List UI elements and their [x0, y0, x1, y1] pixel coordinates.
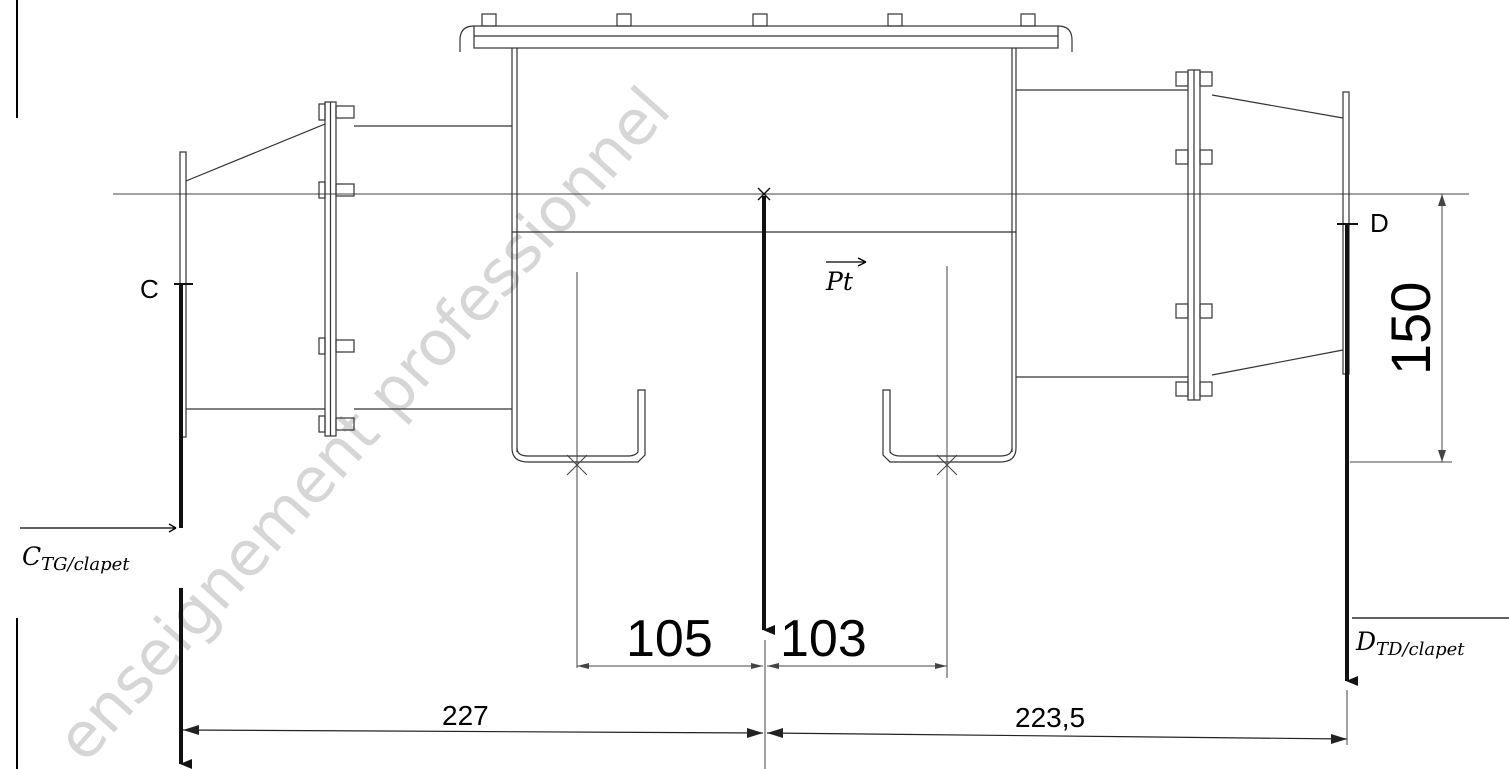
- dim-223-5-label: 223,5: [1015, 702, 1085, 733]
- support-point-right: [936, 454, 958, 476]
- force-d-subscript: TD/clapet: [1376, 639, 1465, 660]
- force-c-main: C: [22, 542, 41, 571]
- left-flange: [318, 101, 512, 437]
- right-tube: [1016, 89, 1188, 378]
- right-flange: [1175, 69, 1213, 401]
- point-d-label: D: [1370, 208, 1389, 238]
- force-c-vector-arrowhead: [168, 523, 177, 533]
- dim-103-label: 103: [780, 610, 867, 668]
- right-cone: [1211, 91, 1350, 376]
- dimension-lines: [182, 194, 1452, 769]
- force-c-label: CTG/clapet: [22, 542, 130, 575]
- point-c-label: C: [140, 274, 159, 304]
- force-d-label: DTD/clapet: [1355, 627, 1465, 660]
- force-pt-label: Pt: [825, 267, 854, 296]
- force-pt-vector-arrowhead: [857, 257, 867, 267]
- dim-227-label: 227: [442, 700, 489, 731]
- dim-105-label: 105: [626, 610, 713, 668]
- force-c-subscript: TG/clapet: [41, 554, 130, 575]
- support-point-left: [566, 454, 588, 476]
- dim-150-label: 150: [1379, 282, 1442, 375]
- force-d-main: D: [1355, 627, 1376, 656]
- left-cone: [179, 123, 326, 438]
- centre-of-gravity-mark: [757, 187, 771, 201]
